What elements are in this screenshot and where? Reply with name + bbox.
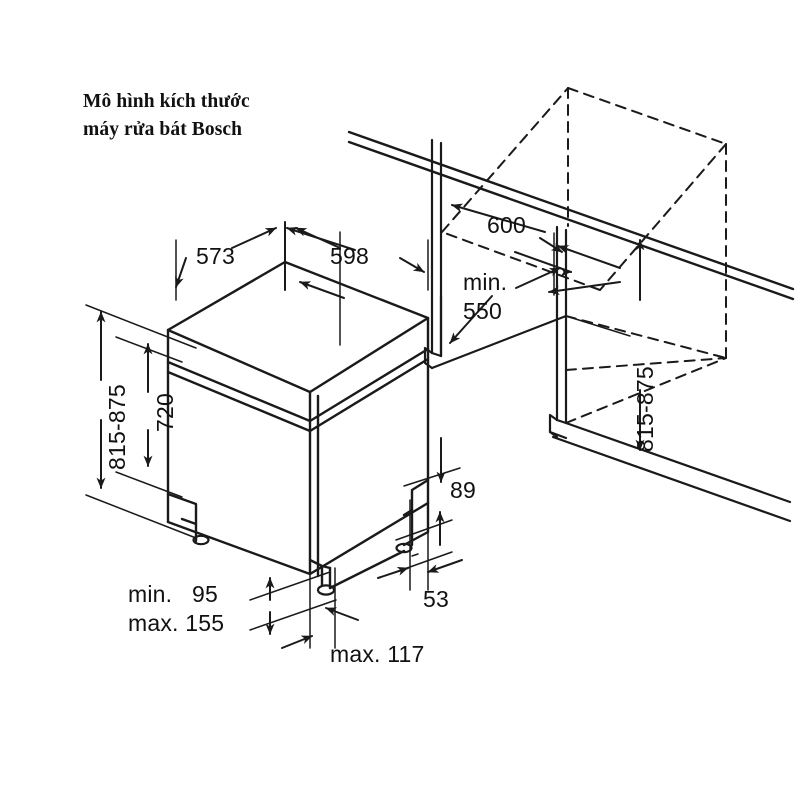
dimension-label-niche-depth-min: min. 550 bbox=[463, 269, 508, 325]
floor-line bbox=[548, 421, 792, 523]
arrow-53-left bbox=[377, 567, 409, 579]
extension-ticks bbox=[175, 239, 429, 301]
dimension-label-total-height-left: 815-875 bbox=[104, 384, 130, 470]
arrow-117-left bbox=[325, 607, 359, 621]
arrow-573-end bbox=[175, 257, 187, 288]
arrow-598-out bbox=[548, 281, 621, 296]
dimension-label-max-117: max. 117 bbox=[330, 641, 425, 667]
niche-back-surface bbox=[430, 294, 568, 370]
worktop-slab bbox=[347, 130, 795, 301]
arrow-53-in bbox=[427, 559, 463, 573]
dimension-label-niche-height-right: 815-875 bbox=[632, 366, 658, 452]
dimension-label-600: 600 bbox=[487, 212, 526, 238]
cabinet-right-panel bbox=[548, 225, 568, 439]
arrow-598-end bbox=[399, 257, 425, 273]
arrow-573-apex bbox=[231, 227, 277, 249]
arrow-598-in bbox=[557, 245, 621, 269]
arrow-550-down bbox=[449, 295, 493, 344]
dimension-label-598: 598 bbox=[330, 243, 369, 269]
dishwasher-body bbox=[166, 260, 430, 596]
arrow-598-apex bbox=[295, 227, 341, 249]
dimension-label-53: 53 bbox=[423, 586, 449, 612]
dimension-label-720: 720 bbox=[152, 393, 178, 432]
leader-lines bbox=[175, 221, 425, 291]
page-title: Mô hình kích thước máy rửa bát Bosch bbox=[83, 91, 250, 141]
dimension-label-573: 573 bbox=[196, 243, 235, 269]
dimension-label-89: 89 bbox=[450, 477, 476, 503]
arrow-117-right bbox=[281, 635, 313, 649]
niche-outline-dashed bbox=[441, 87, 727, 424]
dimension-label-foot-range: min. 95 max. 155 bbox=[128, 581, 225, 637]
arrow-550-up bbox=[515, 267, 561, 289]
arrow-600-right bbox=[539, 237, 563, 253]
arrow-600-left bbox=[451, 203, 546, 233]
